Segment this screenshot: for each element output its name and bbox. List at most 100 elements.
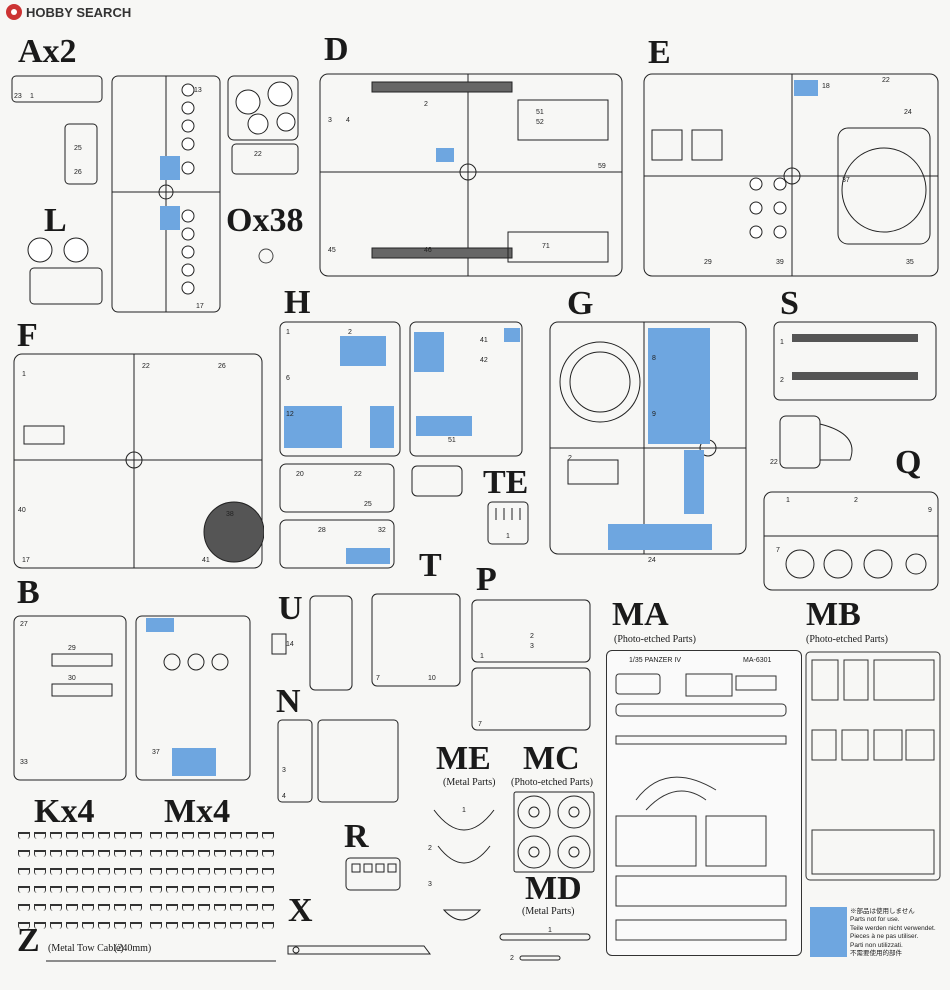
- sprue-label-q: Q: [895, 444, 922, 481]
- svg-text:22: 22: [142, 363, 150, 370]
- sprue-n: 34: [277, 719, 399, 803]
- svg-text:26: 26: [218, 363, 226, 370]
- svg-text:1: 1: [480, 653, 484, 660]
- svg-text:25: 25: [74, 145, 82, 152]
- svg-text:10: 10: [428, 675, 436, 682]
- svg-text:37: 37: [152, 749, 160, 756]
- sprue-label-n: N: [276, 683, 301, 720]
- svg-text:1: 1: [286, 329, 290, 336]
- svg-text:27: 27: [20, 621, 28, 628]
- svg-text:7: 7: [376, 675, 380, 682]
- sprue-label-x: X: [288, 892, 313, 929]
- sprue-label-g: G: [567, 285, 594, 322]
- svg-text:20: 20: [296, 471, 304, 478]
- svg-text:41: 41: [202, 557, 210, 564]
- svg-text:45: 45: [328, 247, 336, 254]
- hobby-search-logo: HOBBY SEARCH: [6, 4, 131, 20]
- svg-text:1: 1: [30, 93, 34, 100]
- sprue-h-small: [411, 465, 463, 497]
- svg-text:1: 1: [22, 371, 26, 378]
- sprue-label-p: P: [476, 561, 497, 598]
- svg-text:3: 3: [328, 117, 332, 124]
- svg-text:3: 3: [428, 881, 432, 888]
- sprue-label-t: T: [419, 547, 442, 584]
- ma-subtitle: (Photo-etched Parts): [614, 634, 696, 645]
- svg-text:6: 6: [286, 375, 290, 382]
- svg-text:26: 26: [74, 169, 82, 176]
- sprue-label-s: S: [780, 285, 799, 322]
- ma-fret-code: MA-6301: [743, 657, 772, 664]
- svg-text:23: 23: [14, 93, 22, 100]
- me-subtitle: (Metal Parts): [443, 777, 496, 788]
- svg-text:39: 39: [776, 259, 784, 266]
- svg-text:42: 42: [480, 357, 488, 364]
- kx4-track-links: [18, 832, 148, 940]
- sprue-label-l: L: [44, 202, 67, 239]
- svg-text:9: 9: [928, 507, 932, 514]
- svg-text:30: 30: [68, 675, 76, 682]
- sprue-label-me: ME: [436, 740, 491, 777]
- photo-etch-fret-ma: 1/35 PANZER IV MA-6301: [606, 650, 802, 956]
- legend-line: Parts not for use.: [850, 916, 900, 924]
- sprue-label-mb: MB: [806, 596, 861, 633]
- svg-text:46: 46: [424, 247, 432, 254]
- z-subtitle: (Metal Tow Cable): [48, 943, 124, 954]
- ma-fret-parts: [615, 673, 787, 941]
- svg-text:3: 3: [530, 643, 534, 650]
- sprue-label-ma: MA: [612, 596, 669, 633]
- svg-text:2: 2: [854, 497, 858, 504]
- svg-text:24: 24: [648, 557, 656, 564]
- svg-text:12: 12: [286, 411, 294, 418]
- svg-text:2: 2: [530, 633, 534, 640]
- svg-text:17: 17: [196, 303, 204, 310]
- legend-line: Pieces à ne pas utiliser.: [850, 933, 919, 941]
- svg-text:29: 29: [704, 259, 712, 266]
- mb-subtitle: (Photo-etched Parts): [806, 634, 888, 645]
- svg-text:35: 35: [906, 259, 914, 266]
- ox38-part: [258, 248, 274, 264]
- svg-text:22: 22: [882, 77, 890, 84]
- svg-text:4: 4: [282, 793, 286, 800]
- svg-text:33: 33: [20, 759, 28, 766]
- svg-text:32: 32: [378, 527, 386, 534]
- sprue-label-e: E: [648, 34, 671, 71]
- svg-text:37: 37: [842, 177, 850, 184]
- svg-text:22: 22: [770, 459, 778, 466]
- svg-text:2: 2: [428, 845, 432, 852]
- mx4-track-links: [150, 832, 280, 940]
- sprue-u: 14: [271, 595, 353, 691]
- sprue-label-kx4: Kx4: [34, 793, 95, 830]
- sprue-r: [345, 857, 401, 891]
- legend-line: ※部品は使用しません: [850, 908, 915, 915]
- unused-parts-swatch: [810, 907, 847, 957]
- sprue-s: 12: [773, 321, 937, 401]
- svg-text:22: 22: [354, 471, 362, 478]
- mc-subtitle: (Photo-etched Parts): [511, 777, 593, 788]
- legend-line: Parti non utilizzati.: [850, 941, 903, 949]
- sprue-label-u: U: [278, 590, 303, 627]
- md-subtitle: (Metal Parts): [522, 906, 575, 917]
- sprue-label-h: H: [284, 284, 311, 321]
- svg-text:25: 25: [364, 501, 372, 508]
- logo-icon: [6, 4, 22, 20]
- svg-text:8: 8: [652, 355, 656, 362]
- svg-text:2: 2: [510, 955, 514, 962]
- metal-tow-cable: [46, 960, 276, 962]
- metal-parts-md: 12: [499, 927, 591, 962]
- svg-text:51: 51: [536, 109, 544, 116]
- svg-text:40: 40: [18, 507, 26, 514]
- turret-part: 22: [770, 415, 853, 469]
- svg-text:41: 41: [480, 337, 488, 344]
- svg-text:13: 13: [194, 87, 202, 94]
- svg-text:38: 38: [226, 511, 234, 518]
- photo-etch-mc: [513, 791, 595, 873]
- svg-text:1: 1: [462, 807, 466, 814]
- svg-text:59: 59: [598, 163, 606, 170]
- svg-text:9: 9: [652, 411, 656, 418]
